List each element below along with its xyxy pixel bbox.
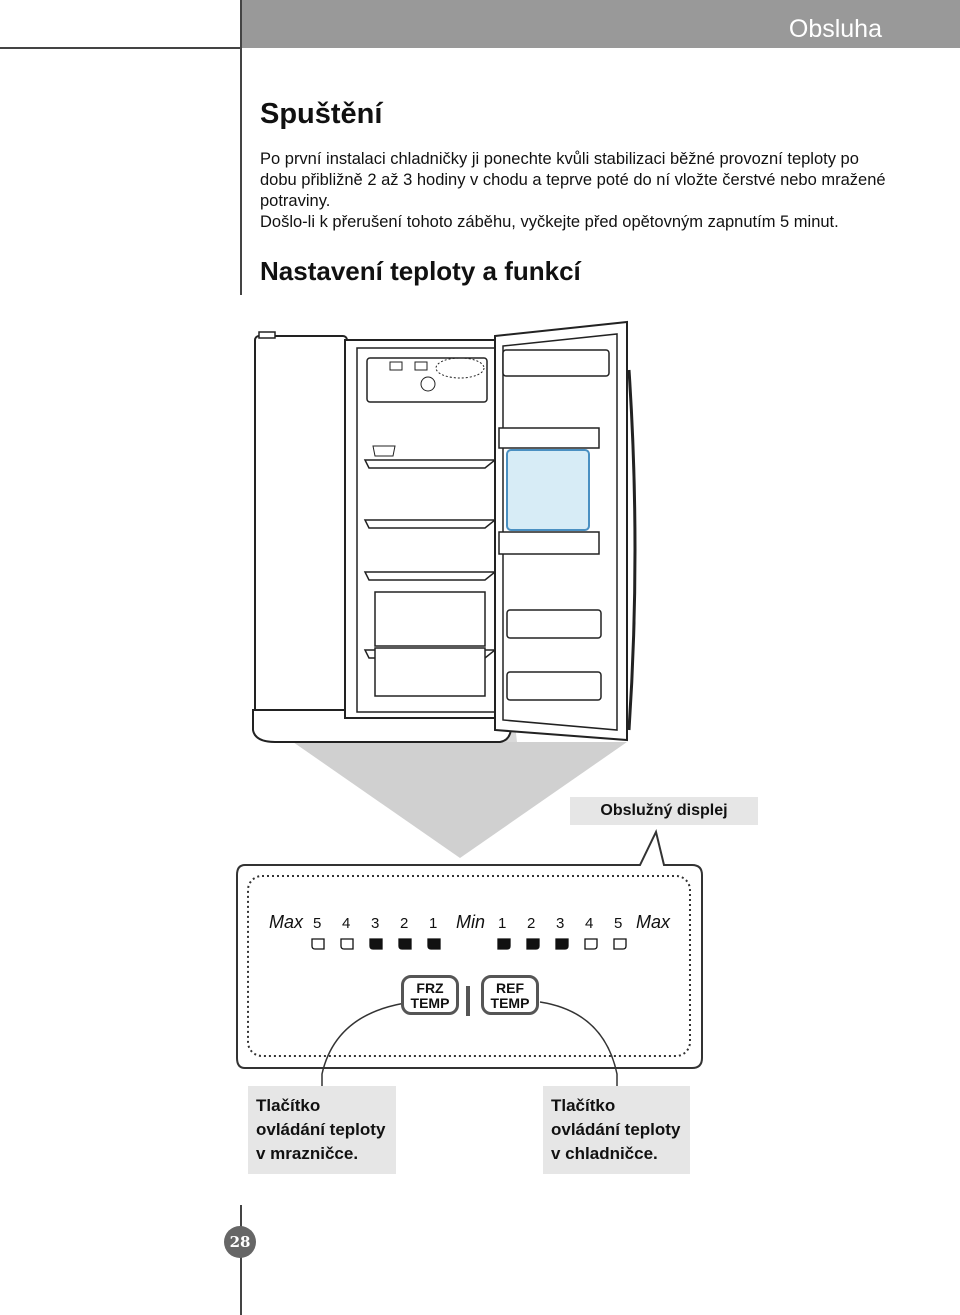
- caption-fridge-line2: ovládání teploty: [551, 1120, 681, 1139]
- freezer-temp-button[interactable]: FRZ TEMP: [401, 975, 459, 1015]
- page-number: 28: [224, 1226, 256, 1258]
- led-left-1: [427, 938, 441, 950]
- intro-text: Po první instalaci chladničky ji ponecht…: [260, 149, 900, 233]
- freezer-temp-button-line2: TEMP: [410, 995, 450, 1011]
- fridge-temp-button[interactable]: REF TEMP: [481, 975, 539, 1015]
- scale-label-left-4: 4: [342, 915, 351, 932]
- header-title: Obsluha: [788, 15, 882, 43]
- scale-label-right-3: 3: [556, 915, 565, 932]
- led-right-5: [613, 938, 627, 950]
- scale-label-right-5: 5: [614, 915, 623, 932]
- caption-freezer-line2: ovládání teploty: [256, 1120, 386, 1139]
- divider-horizontal: [0, 47, 241, 49]
- header-bar: Obsluha: [241, 0, 960, 48]
- caption-fridge-line1: Tlačítko: [551, 1096, 616, 1115]
- scale-label-left-max: Max: [269, 912, 304, 932]
- caption-fridge-button: Tlačítko ovládání teploty v chladničce.: [543, 1086, 690, 1174]
- scale-label-left-3: 3: [371, 915, 380, 932]
- divider-vertical-bottom: [240, 1205, 242, 1315]
- scale-label-right-2: 2: [527, 915, 536, 932]
- led-right-4: [584, 938, 598, 950]
- section-heading-startup: Spuštění: [260, 98, 383, 130]
- scale-label-min: Min: [456, 912, 486, 932]
- caption-fridge-line3: v chladničce.: [551, 1144, 658, 1163]
- fridge-temp-button-line1: REF: [496, 980, 524, 996]
- fridge-temp-button-line2: TEMP: [490, 995, 530, 1011]
- scale-label-right-4: 4: [585, 915, 594, 932]
- led-left-5: [311, 938, 325, 950]
- divider-vertical-top: [240, 0, 242, 295]
- caption-freezer-button: Tlačítko ovládání teploty v mrazničce.: [248, 1086, 396, 1174]
- led-left-2: [398, 938, 412, 950]
- caption-freezer-line3: v mrazničce.: [256, 1144, 359, 1163]
- refrigerator-illustration: [252, 320, 637, 858]
- scale-label-right-1: 1: [498, 915, 507, 932]
- section-heading-settings: Nastavení teploty a funkcí: [260, 256, 581, 286]
- caption-freezer-line1: Tlačítko: [256, 1096, 321, 1115]
- scale-label-left-2: 2: [400, 915, 409, 932]
- intro-paragraph-1: Po první instalaci chladničky ji ponecht…: [260, 150, 886, 210]
- led-left-4: [340, 938, 354, 950]
- freezer-temp-button-line1: FRZ: [416, 980, 444, 996]
- scale-label-left-1: 1: [429, 915, 438, 932]
- led-right-3: [555, 938, 569, 950]
- display-label: Obslužný displej: [570, 797, 758, 825]
- scale-label-left-5: 5: [313, 915, 322, 932]
- scale-label-right-max: Max: [636, 912, 671, 932]
- led-right-1: [497, 938, 511, 950]
- led-right-2: [526, 938, 540, 950]
- intro-paragraph-2: Došlo-li k přerušení tohoto záběhu, vyčk…: [260, 213, 839, 231]
- led-left-3: [369, 938, 383, 950]
